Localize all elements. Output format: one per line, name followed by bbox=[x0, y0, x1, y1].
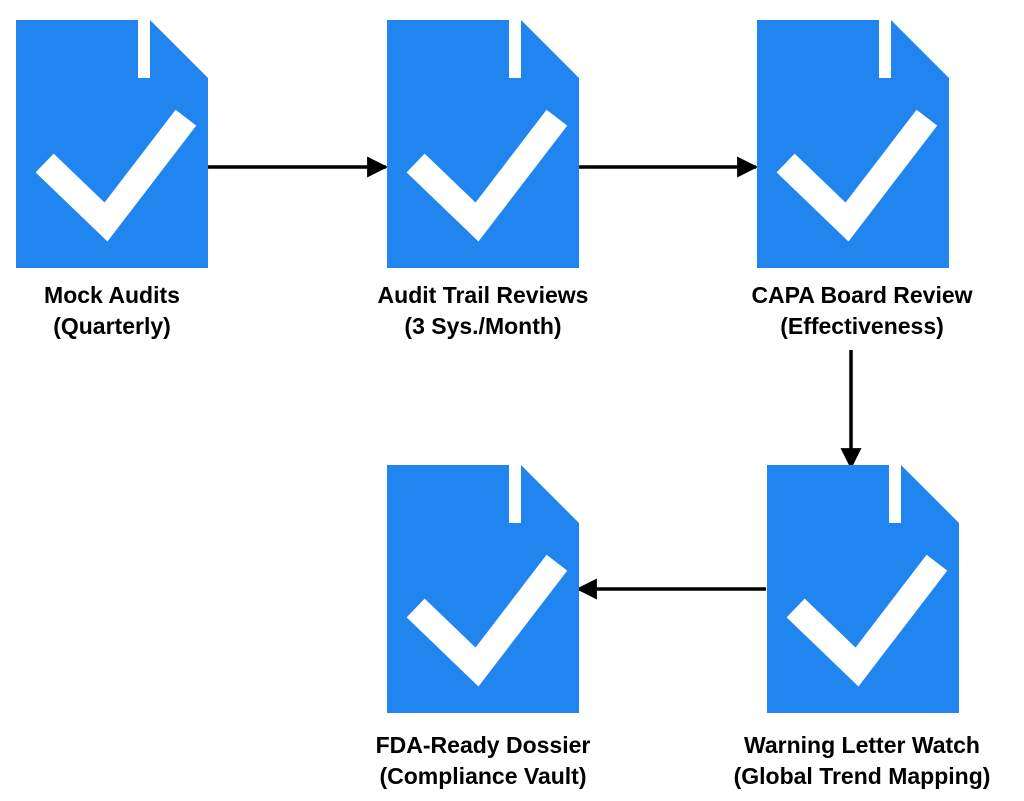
node-subtitle: (Compliance Vault) bbox=[379, 763, 587, 789]
node-subtitle: (Quarterly) bbox=[53, 313, 171, 339]
node-label-audit-trail-reviews: Audit Trail Reviews (3 Sys./Month) bbox=[323, 280, 643, 342]
node-title: Mock Audits bbox=[44, 282, 180, 308]
node-title: Audit Trail Reviews bbox=[377, 282, 589, 308]
node-title: CAPA Board Review bbox=[751, 282, 973, 308]
node-label-warning-letter-watch: Warning Letter Watch (Global Trend Mappi… bbox=[702, 730, 1022, 792]
document-check-icon bbox=[16, 20, 208, 268]
edges bbox=[208, 156, 862, 600]
node-title: Warning Letter Watch bbox=[744, 732, 980, 758]
document-check-icon bbox=[387, 20, 579, 268]
node-title: FDA-Ready Dossier bbox=[375, 732, 591, 758]
node-subtitle: (3 Sys./Month) bbox=[404, 313, 562, 339]
node-label-capa-board-review: CAPA Board Review (Effectiveness) bbox=[702, 280, 1022, 342]
document-check-icon bbox=[387, 465, 579, 713]
node-label-mock-audits: Mock Audits (Quarterly) bbox=[0, 280, 272, 342]
document-check-icon bbox=[767, 465, 959, 713]
document-check-icon bbox=[757, 20, 949, 268]
node-subtitle: (Global Trend Mapping) bbox=[733, 763, 991, 789]
node-label-fda-ready-dossier: FDA-Ready Dossier (Compliance Vault) bbox=[323, 730, 643, 792]
node-subtitle: (Effectiveness) bbox=[780, 313, 944, 339]
